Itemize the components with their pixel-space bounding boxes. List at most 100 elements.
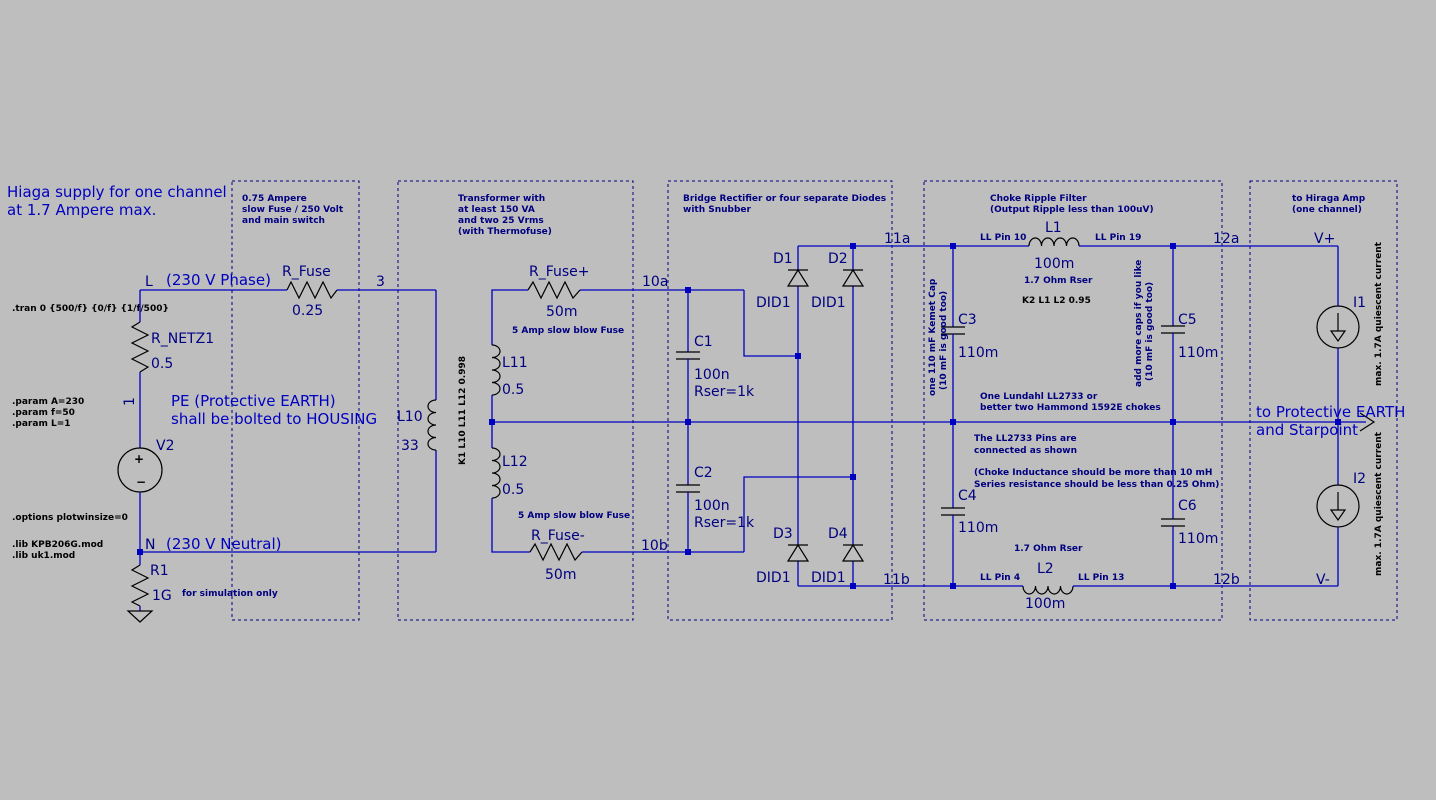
wire-l11-top xyxy=(491,289,528,345)
r1-value: 1G xyxy=(152,588,172,604)
transformer-heading-2: at least 150 VA xyxy=(458,205,535,215)
pins-label-2: connected as shown xyxy=(974,446,1077,456)
l12-coil xyxy=(491,447,501,499)
r-fuse-resistor xyxy=(286,280,338,300)
l12-value: 0.5 xyxy=(502,482,524,498)
d3-model: DID1 xyxy=(756,570,791,586)
l1-value: 100m xyxy=(1034,256,1074,272)
title-line-2: at 1.7 Ampere max. xyxy=(7,201,156,219)
wire-ac2 xyxy=(743,476,853,552)
pins-label-1: The LL2733 Pins are xyxy=(974,434,1077,444)
phase-label: (230 V Phase) xyxy=(166,271,271,289)
kemet-label-2: (10 mF is good too) xyxy=(939,291,949,390)
c1-value: 100n xyxy=(694,367,730,383)
directive-param-a: .param A=230 xyxy=(12,397,84,407)
junction-d-ac2 xyxy=(850,474,856,480)
junction-l xyxy=(137,549,143,555)
section-choke-box xyxy=(923,180,1223,621)
amp-heading-1: to Hiraga Amp xyxy=(1292,194,1366,204)
net-label-l: L xyxy=(145,274,153,290)
junction-load-mid xyxy=(1335,419,1341,425)
choke-heading-1: Choke Ripple Filter xyxy=(990,194,1087,204)
c5-value: 110m xyxy=(1178,345,1218,361)
directive-param-l: .param L=1 xyxy=(12,419,71,429)
ll-pin4-label: LL Pin 4 xyxy=(980,573,1020,583)
fuse-heading-2: slow Fuse / 250 Volt xyxy=(242,205,344,215)
junction-c-mid xyxy=(685,419,691,425)
title-line-1: Hiaga supply for one channel xyxy=(7,183,227,201)
morecaps-label-1: add more caps if you like xyxy=(1134,260,1144,387)
fuse-heading-3: and main switch xyxy=(242,216,325,226)
wire-l12-bot xyxy=(491,498,530,553)
net-label-vminus: V- xyxy=(1316,572,1330,588)
l2-coil xyxy=(1022,585,1074,595)
section-transformer-box xyxy=(397,180,634,621)
transformer-heading-4: (with Thermofuse) xyxy=(458,227,552,237)
lundahl-label-1: One Lundahl LL2733 or xyxy=(980,392,1098,402)
directive-lib-1: .lib KPB206G.mod xyxy=(12,540,103,550)
i2-name: I2 xyxy=(1353,471,1366,487)
fuse-heading-1: 0.75 Ampere xyxy=(242,194,307,204)
c1-name: C1 xyxy=(694,334,713,350)
d1-diode-icon xyxy=(786,268,810,287)
choke-note-2: Series resistance should be less than 0.… xyxy=(974,480,1219,490)
l1-coil xyxy=(1028,237,1080,247)
ground-icon xyxy=(126,610,154,623)
c3-name: C3 xyxy=(958,312,977,328)
ll-pin10-label: LL Pin 10 xyxy=(980,233,1026,243)
earth-label-2: and Starpoint xyxy=(1256,421,1358,439)
transformer-heading-3: and two 25 Vrms xyxy=(458,216,544,226)
r-fuse-minus-resistor xyxy=(529,542,583,562)
pe-label-1: PE (Protective EARTH) xyxy=(171,392,336,410)
net-label-11b: 11b xyxy=(883,572,910,588)
junction-c5-top xyxy=(1170,243,1176,249)
l10-value: 33 xyxy=(401,438,419,454)
directive-k1: K1 L10 L11 L12 0.998 xyxy=(458,356,468,465)
morecaps-label-2: (10 mF is good too) xyxy=(1145,282,1155,381)
net-label-11a: 11a xyxy=(884,231,910,247)
net-label-10a: 10a xyxy=(642,274,668,290)
r-fuse-minus-name: R_Fuse- xyxy=(531,528,585,544)
neutral-label: (230 V Neutral) xyxy=(166,535,282,553)
r1-name: R1 xyxy=(150,563,169,579)
fuse-5a-top-label: 5 Amp slow blow Fuse xyxy=(512,326,624,336)
kemet-label-1: one 110 mF Kemet Cap xyxy=(928,278,938,396)
l11-name: L11 xyxy=(502,355,528,371)
l2-name: L2 xyxy=(1037,561,1054,577)
earth-arrow-icon xyxy=(1359,412,1376,432)
section-fuse-box xyxy=(231,180,360,621)
i2-arrow-icon xyxy=(1329,492,1347,522)
c6-value: 110m xyxy=(1178,531,1218,547)
rectifier-heading-1: Bridge Rectifier or four separate Diodes xyxy=(683,194,886,204)
directive-options: .options plotwinsize=0 xyxy=(12,513,128,523)
d2-diode-icon xyxy=(841,268,865,287)
fuse-5a-bot-label: 5 Amp slow blow Fuse xyxy=(518,511,630,521)
v2-minus-icon: − xyxy=(136,475,146,489)
net-label-vplus: V+ xyxy=(1314,231,1335,247)
d3-name: D3 xyxy=(773,526,793,542)
c4-value: 110m xyxy=(958,520,998,536)
d4-name: D4 xyxy=(828,526,848,542)
r-fuse-name: R_Fuse xyxy=(282,264,331,280)
junction-d-ac1 xyxy=(795,353,801,359)
earth-label-1: to Protective EARTH xyxy=(1256,403,1405,421)
d1-model: DID1 xyxy=(756,295,791,311)
c6-name: C6 xyxy=(1178,498,1197,514)
directive-lib-2: .lib uk1.mod xyxy=(12,551,75,561)
net-label-3: 3 xyxy=(376,274,385,290)
l10-coil xyxy=(427,399,437,451)
d2-model: DID1 xyxy=(811,295,846,311)
junction-c6-bot xyxy=(1170,583,1176,589)
choke-note-1: (Choke Inductance should be more than 10… xyxy=(974,468,1212,478)
r-fuse-minus-value: 50m xyxy=(545,567,576,583)
i1-arrow-icon xyxy=(1329,313,1347,343)
junction-c56-mid xyxy=(1170,419,1176,425)
pe-label-2: shall be bolted to HOUSING xyxy=(171,410,377,428)
l12-name: L12 xyxy=(502,454,528,470)
section-amp-box xyxy=(1249,180,1398,621)
ll-pin19-label: LL Pin 19 xyxy=(1095,233,1141,243)
c2-name: C2 xyxy=(694,465,713,481)
rser-bot-label: 1.7 Ohm Rser xyxy=(1014,544,1083,554)
c1-rser: Rser=1k xyxy=(694,384,755,400)
junction-c1-top xyxy=(685,287,691,293)
